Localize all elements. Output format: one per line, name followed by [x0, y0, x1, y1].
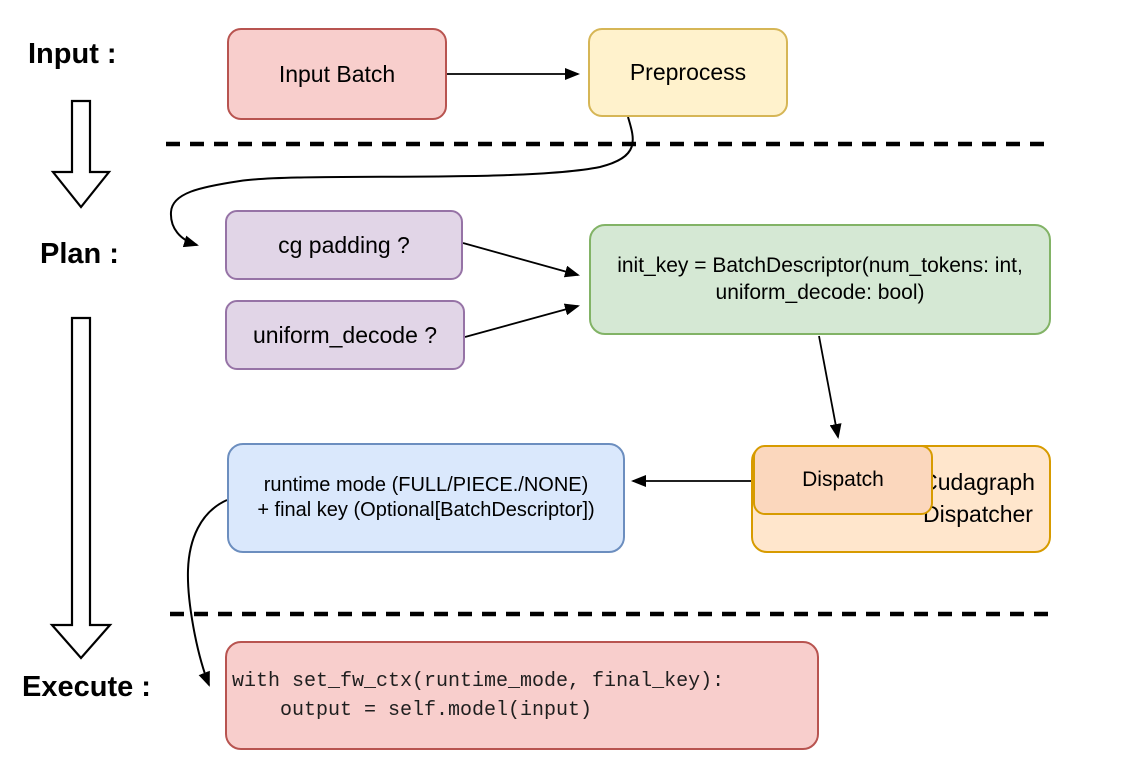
- dispatch-label: Dispatch: [802, 467, 884, 491]
- uniform-decode-node: uniform_decode ?: [225, 300, 465, 370]
- dispatch-node: Dispatch: [753, 445, 933, 515]
- edge-runtime-mode-to-execute-code: [186, 499, 228, 687]
- cg-padding-label: cg padding ?: [278, 231, 410, 258]
- cudagraph-dispatcher-line1: Cudagraph: [921, 468, 1035, 495]
- execute-code-line1: with set_fw_ctx(runtime_mode, final_key)…: [232, 669, 725, 693]
- input-batch-node: Input Batch: [227, 28, 447, 120]
- input-batch-label: Input Batch: [278, 60, 396, 87]
- execute-code-node: with set_fw_ctx(runtime_mode, final_key)…: [225, 641, 819, 750]
- init-key-line1: init_key = BatchDescriptor(num_tokens: i…: [617, 254, 1023, 278]
- runtime-mode-node: runtime mode (FULL/PIECE./NONE) + final …: [227, 443, 625, 553]
- init-key-line2: uniform_decode: bool): [715, 280, 925, 304]
- cudagraph-dispatcher-label: Cudagraph Dispatcher: [905, 458, 1051, 538]
- init-key-node: init_key = BatchDescriptor(num_tokens: i…: [589, 224, 1051, 335]
- section-label-execute: Execute :: [22, 671, 151, 703]
- flow-arrow-plan-to-execute: [49, 316, 113, 660]
- preprocess-node: Preprocess: [588, 28, 788, 117]
- flow-arrow-input-to-plan: [50, 99, 112, 209]
- edge-preprocess-to-cg-padding: [169, 116, 634, 248]
- cudagraph-dispatcher-line2: Dispatcher: [923, 501, 1033, 527]
- runtime-mode-line2: + final key (Optional[BatchDescriptor]): [257, 499, 595, 521]
- section-label-input: Input :: [28, 38, 117, 70]
- edge-uniform-decode-to-init-key: [464, 303, 580, 338]
- runtime-mode-line1: runtime mode (FULL/PIECE./NONE): [263, 474, 589, 496]
- uniform-decode-label: uniform_decode ?: [252, 321, 438, 348]
- section-label-plan: Plan :: [40, 238, 119, 270]
- cg-padding-node: cg padding ?: [225, 210, 463, 280]
- preprocess-label: Preprocess: [629, 59, 747, 86]
- edge-init-key-to-dispatch: [818, 335, 842, 439]
- execute-code-line2: output = self.model(input): [232, 698, 593, 722]
- edge-cg-padding-to-init-key: [462, 242, 580, 278]
